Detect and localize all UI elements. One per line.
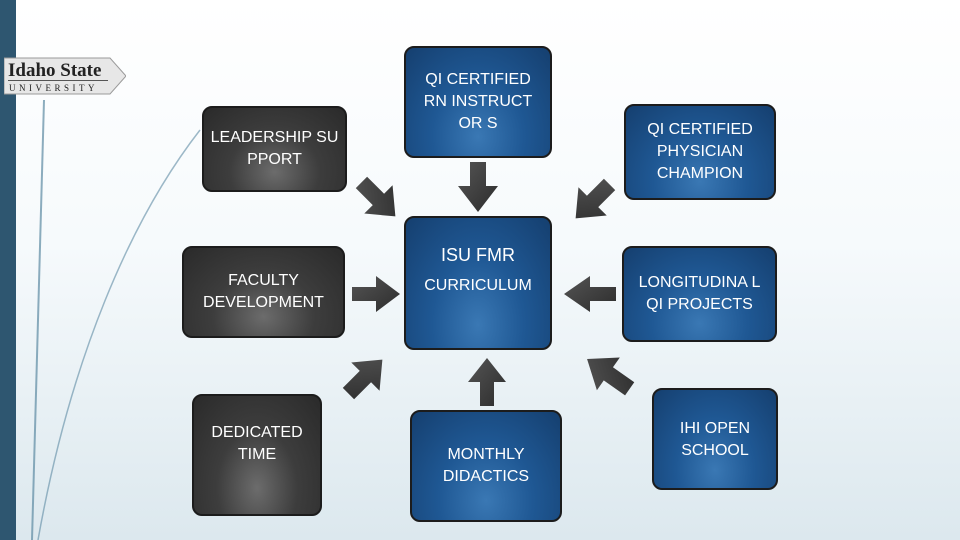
center-title: ISU FMR: [441, 245, 515, 265]
arrow-rn-to-center: [458, 162, 498, 212]
monthly-didactics-label: MONTHLY DIDACTICS: [442, 446, 530, 485]
left-accent-bar: [0, 0, 16, 540]
idaho-state-logo: Idaho State UNIVERSITY: [4, 57, 126, 95]
center-subtitle: CURRICULUM: [424, 277, 532, 294]
dedicated-time-node: DEDICATED TIME: [192, 394, 322, 516]
arrow-dedicated-to-center: [342, 359, 383, 400]
leadership-support-node: LEADERSHIP SUPPORT: [202, 106, 347, 192]
ihi-open-school-label: IHI OPEN SCHOOL: [679, 420, 751, 459]
svg-text:UNIVERSITY: UNIVERSITY: [9, 83, 98, 93]
physician-champion-node: QI CERTIFIED PHYSICIAN CHAMPION: [624, 104, 776, 200]
rn-instructors-node: QI CERTIFIED RN INSTRUCTOR S: [404, 46, 552, 158]
decorative-swoosh: [31, 99, 201, 540]
ihi-open-school-node: IHI OPEN SCHOOL: [652, 388, 778, 490]
arrow-didactics-to-center: [468, 358, 506, 406]
physician-champion-label: QI CERTIFIED PHYSICIAN CHAMPION: [647, 121, 753, 182]
dedicated-time-label: DEDICATED TIME: [211, 424, 303, 463]
rn-instructors-label: QI CERTIFIED RN INSTRUCTOR S: [423, 71, 533, 132]
faculty-development-label: FACULTY DEVELOPMENT: [203, 272, 324, 311]
arrow-physician-to-center: [575, 178, 616, 219]
arrow-leadership-to-center: [355, 176, 396, 217]
monthly-didactics-node: MONTHLY DIDACTICS: [410, 410, 562, 522]
svg-text:Idaho State: Idaho State: [8, 60, 101, 81]
arrow-ihi-to-center: [587, 357, 635, 396]
isu-fmr-curriculum-node[interactable]: ISU FMR CURRICULUM: [404, 216, 552, 350]
arrow-longitudinal-to-center: [564, 276, 616, 312]
longitudinal-qi-projects-label: LONGITUDINA L QI PROJECTS: [638, 274, 761, 313]
arrow-faculty-to-center: [352, 276, 400, 312]
leadership-support-label: LEADERSHIP SUPPORT: [210, 129, 339, 168]
faculty-development-node: FACULTY DEVELOPMENT: [182, 246, 345, 338]
longitudinal-qi-projects-node: LONGITUDINA L QI PROJECTS: [622, 246, 777, 342]
